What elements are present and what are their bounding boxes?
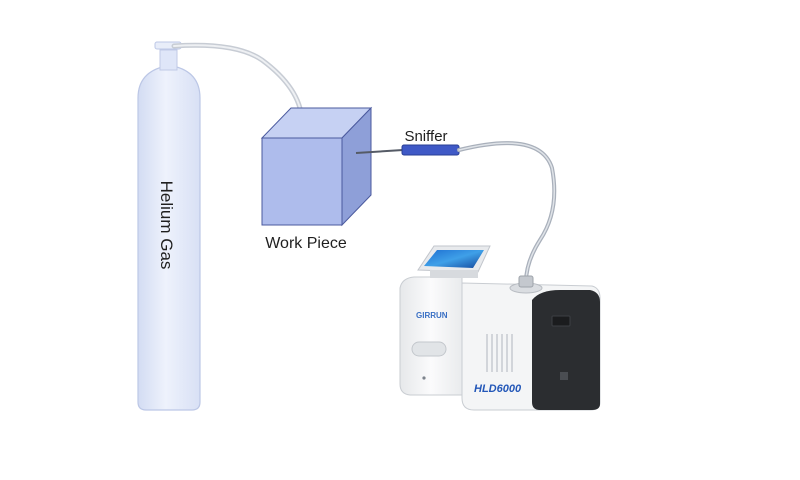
- device-left-module: [399, 276, 463, 396]
- vent-grille-icon: [486, 334, 513, 372]
- work-piece-label: Work Piece: [265, 235, 347, 252]
- device-side-panel: [532, 290, 600, 410]
- cylinder-neck: [159, 49, 178, 71]
- cube-front: [261, 137, 343, 226]
- device-model: HLD6000: [474, 383, 522, 395]
- cylinder-label: Helium Gas: [157, 181, 176, 270]
- sniffer-probe: [401, 144, 460, 156]
- touchscreen-display: [424, 250, 484, 268]
- side-port-icon: [560, 372, 568, 380]
- cylinder-body: [137, 65, 201, 411]
- sniffer-label: Sniffer: [404, 128, 447, 145]
- leak-detector-device: GIRRUN HLD6000: [399, 245, 601, 411]
- sniffer-wire: [355, 149, 404, 154]
- front-handle-icon: [411, 341, 447, 357]
- work-piece-cube: Work Piece: [260, 106, 373, 252]
- inlet-port-icon: [518, 275, 534, 288]
- device-brand: GIRRUN: [416, 311, 448, 320]
- side-vent-icon: [551, 315, 571, 327]
- power-indicator-icon: [422, 376, 426, 380]
- helium-cylinder: Helium Gas: [137, 41, 201, 411]
